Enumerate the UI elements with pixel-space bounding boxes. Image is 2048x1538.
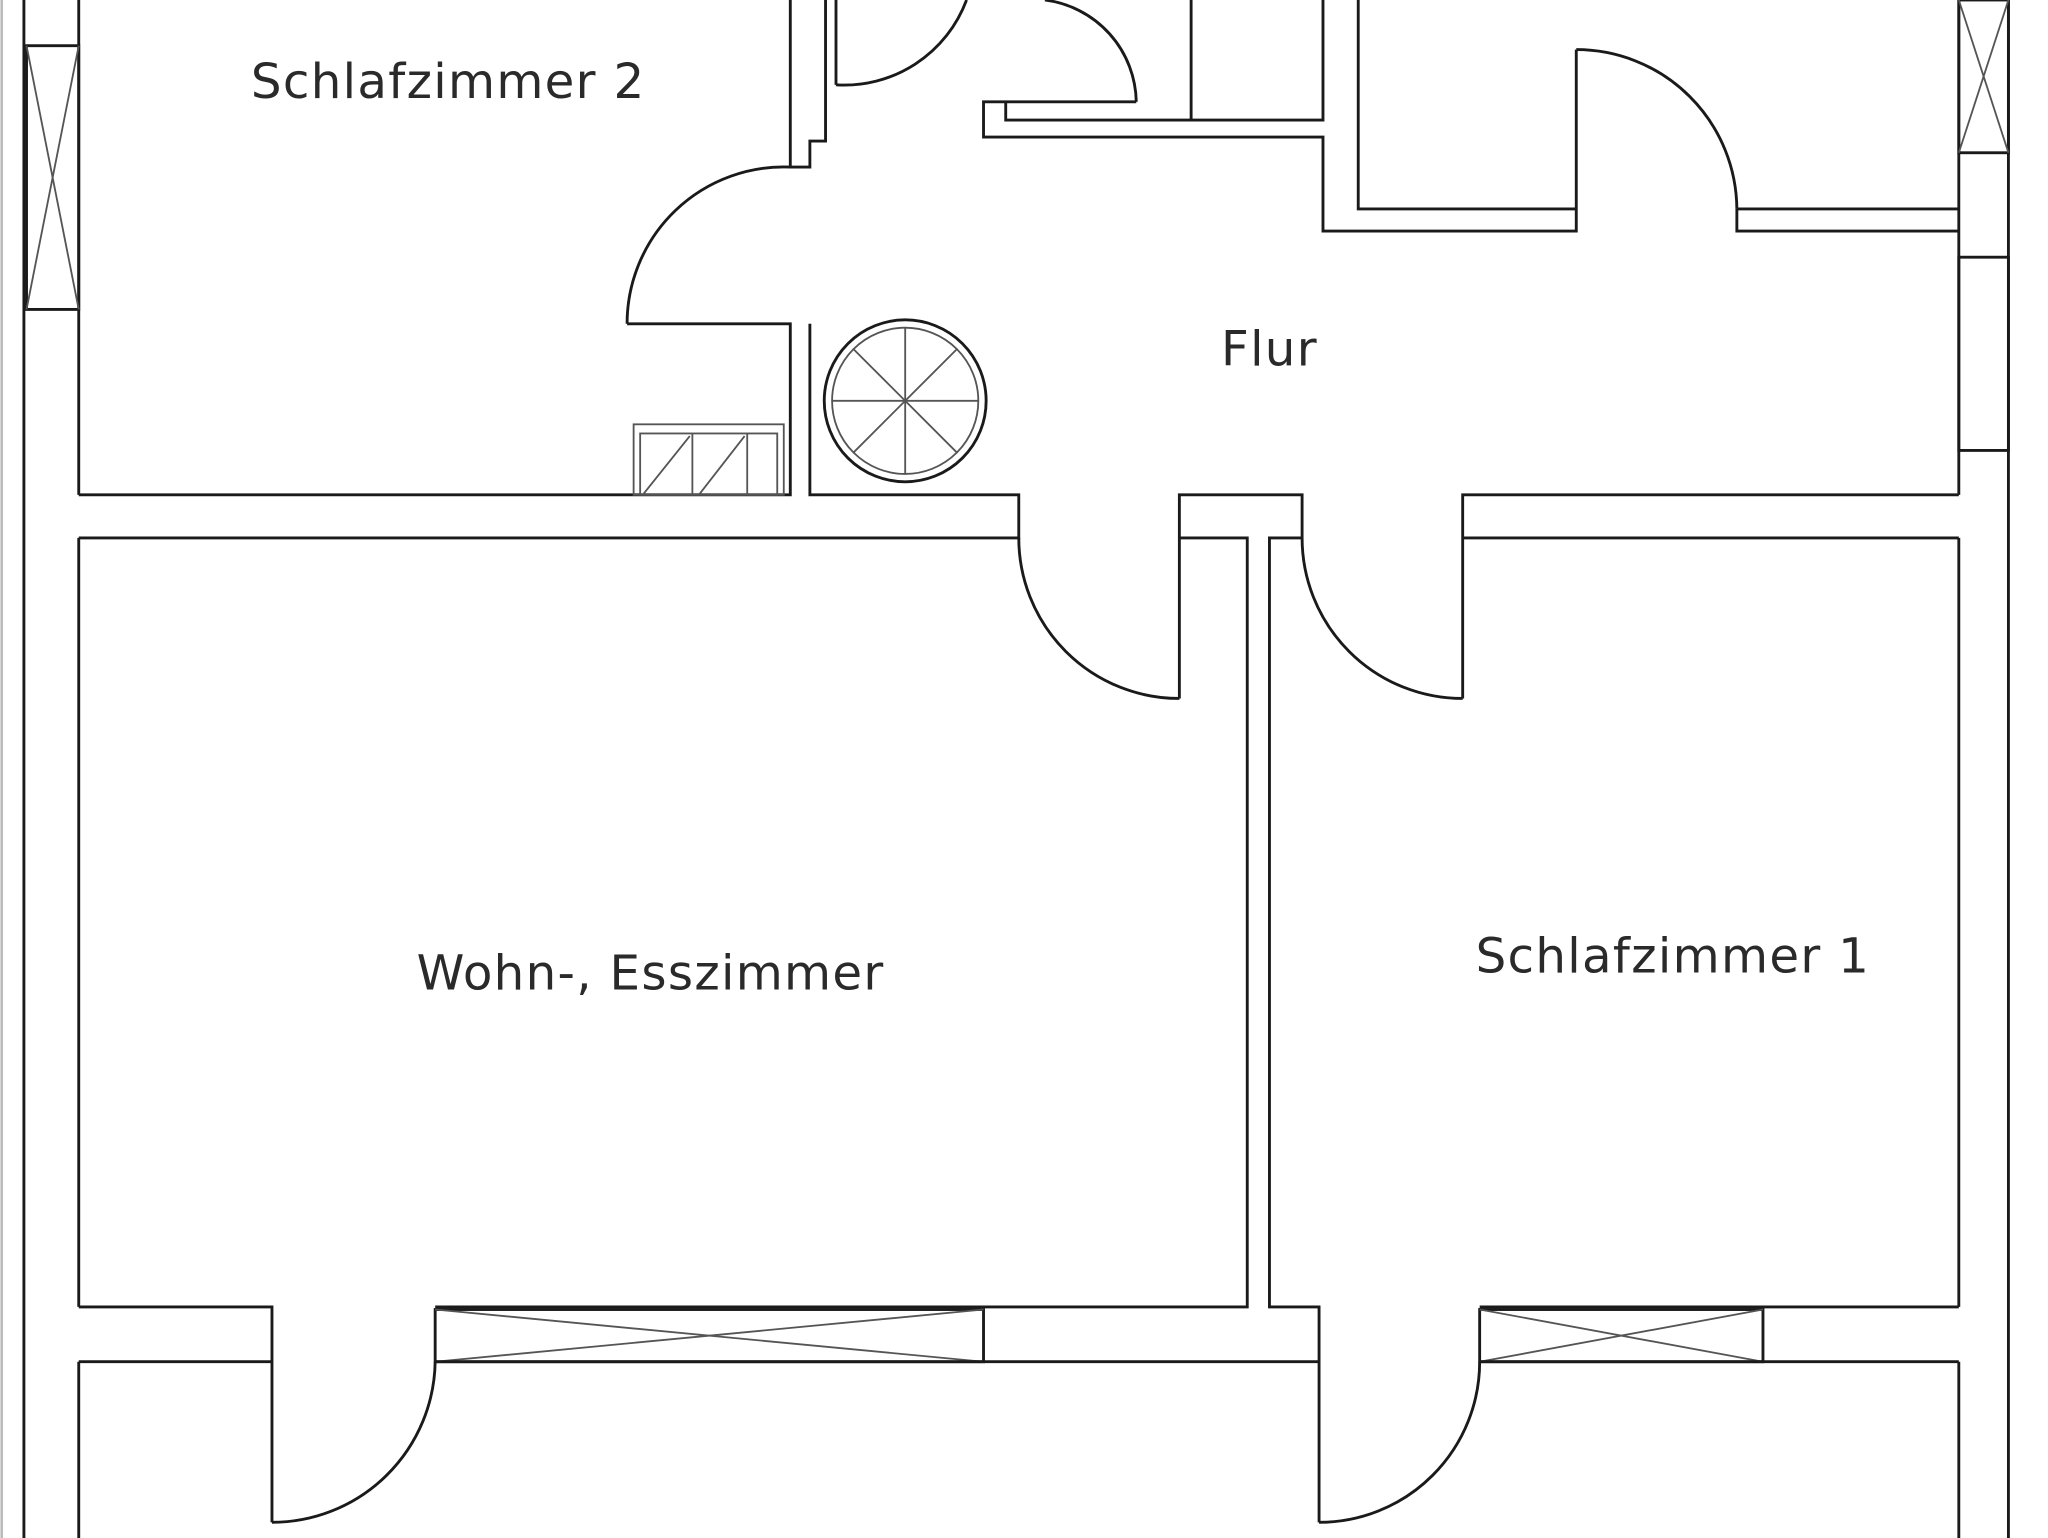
room-label-schlafzimmer-1: Schlafzimmer 1	[1476, 929, 1871, 985]
closet-steps	[632, 423, 785, 496]
room-label-schlafzimmer-2: Schlafzimmer 2	[251, 54, 646, 110]
windows	[25, 0, 2010, 1364]
room-label-flur: Flur	[1221, 322, 1318, 378]
interior-walls	[78, 0, 1959, 1523]
spiral-stair-icon	[822, 318, 988, 484]
room-label-wohn-esszimmer: Wohn-, Esszimmer	[417, 946, 885, 1002]
door-swings	[271, 0, 1739, 1524]
